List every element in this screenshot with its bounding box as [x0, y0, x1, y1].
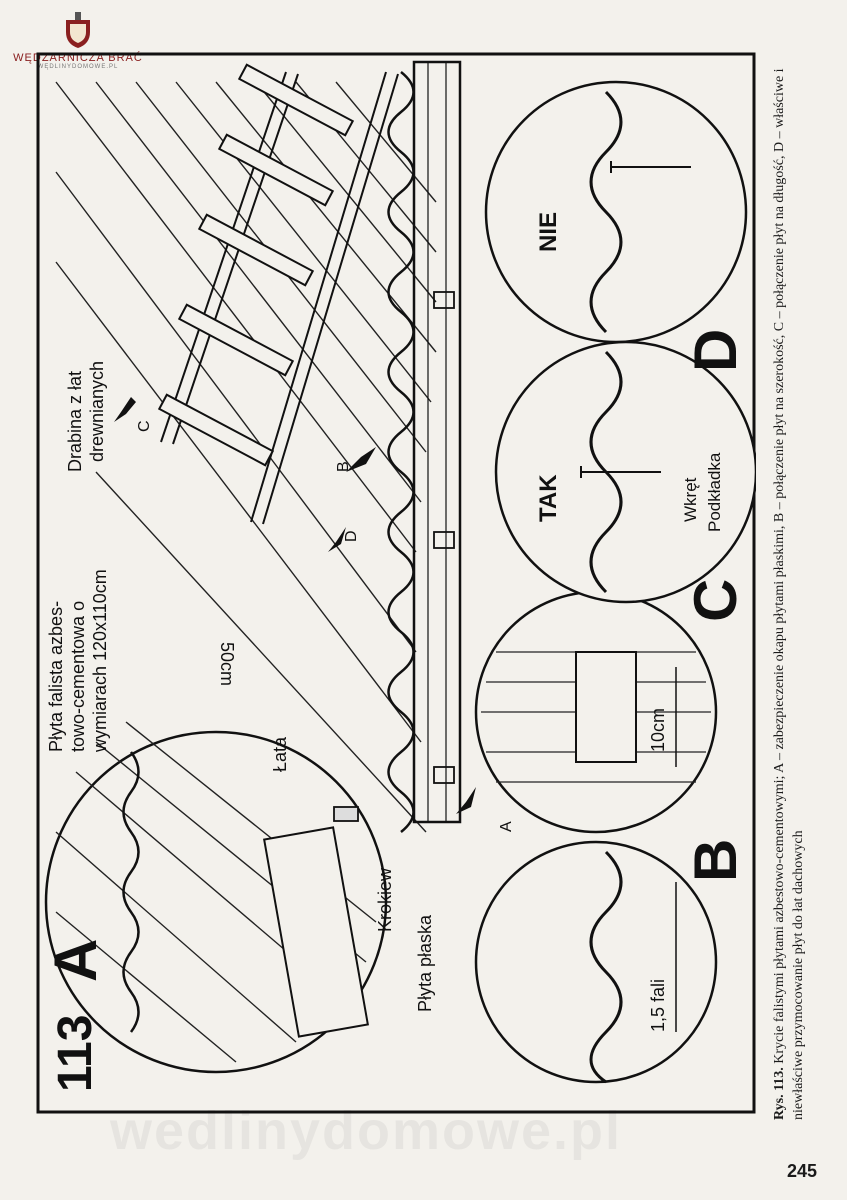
label-arrow-a: A [498, 821, 515, 832]
caption-prefix: Rys. 113. [772, 1067, 787, 1120]
label-batten: Łata [270, 736, 290, 772]
detail-circle-b [474, 590, 718, 834]
label-plate-line1: Płyta falista azbes- [46, 601, 66, 752]
figure-frame [36, 52, 756, 1114]
label-screw: Wkręt [681, 477, 700, 522]
detail-circle-d [484, 80, 748, 344]
label-ladder-line2: drewnianych [87, 361, 107, 462]
detail-circle-a [44, 721, 388, 1074]
label-ladder-line1: Drabina z łat [65, 371, 85, 472]
label-flat-plate: Płyta płaska [415, 914, 435, 1012]
eave-edge [387, 71, 415, 833]
label-rafter: Krokiew [375, 867, 395, 932]
roof-hatching [55, 81, 437, 833]
label-no: NIE [535, 212, 562, 252]
label-plate-line3: wymiarach 120x110cm [90, 569, 110, 753]
detail-circle-b-width [474, 840, 718, 1084]
figure-caption: Rys. 113. Krycie falistymi płytami azbes… [770, 45, 840, 1120]
label-arrow-d: D [343, 530, 360, 542]
label-overlap-width: 1,5 fali [648, 979, 668, 1032]
label-arrow-c: C [136, 420, 153, 432]
caption-text: Krycie falistymi płytami azbestowo-cemen… [772, 68, 806, 1120]
label-distance: 50cm [217, 642, 237, 686]
roof-arrows [114, 397, 476, 814]
label-washer: Podkładka [705, 452, 724, 532]
panel-letter-c: C [682, 579, 749, 622]
label-yes: TAK [535, 474, 562, 522]
panel-letter-a: A [42, 939, 109, 982]
crest-icon [66, 12, 90, 48]
label-arrow-b: B [335, 461, 352, 472]
roof-figure-drawing: 113 A B C D Płyta falista azbes- towo-ce… [36, 52, 756, 1114]
roof-figure: 113 A B C D Płyta falista azbes- towo-ce… [36, 52, 756, 1114]
ladder [157, 63, 399, 525]
gutter [412, 60, 462, 824]
figure-number: 113 [49, 1015, 102, 1092]
label-overlap-length: 10cm [648, 708, 668, 752]
logo-domain: WĘDLINYDOMOWE.PL [37, 64, 119, 70]
page-number: 245 [786, 1161, 817, 1181]
label-plate-line2: towo-cementowa o [68, 601, 88, 752]
panel-letter-d: D [682, 329, 749, 372]
panel-letter-b: B [682, 839, 749, 882]
